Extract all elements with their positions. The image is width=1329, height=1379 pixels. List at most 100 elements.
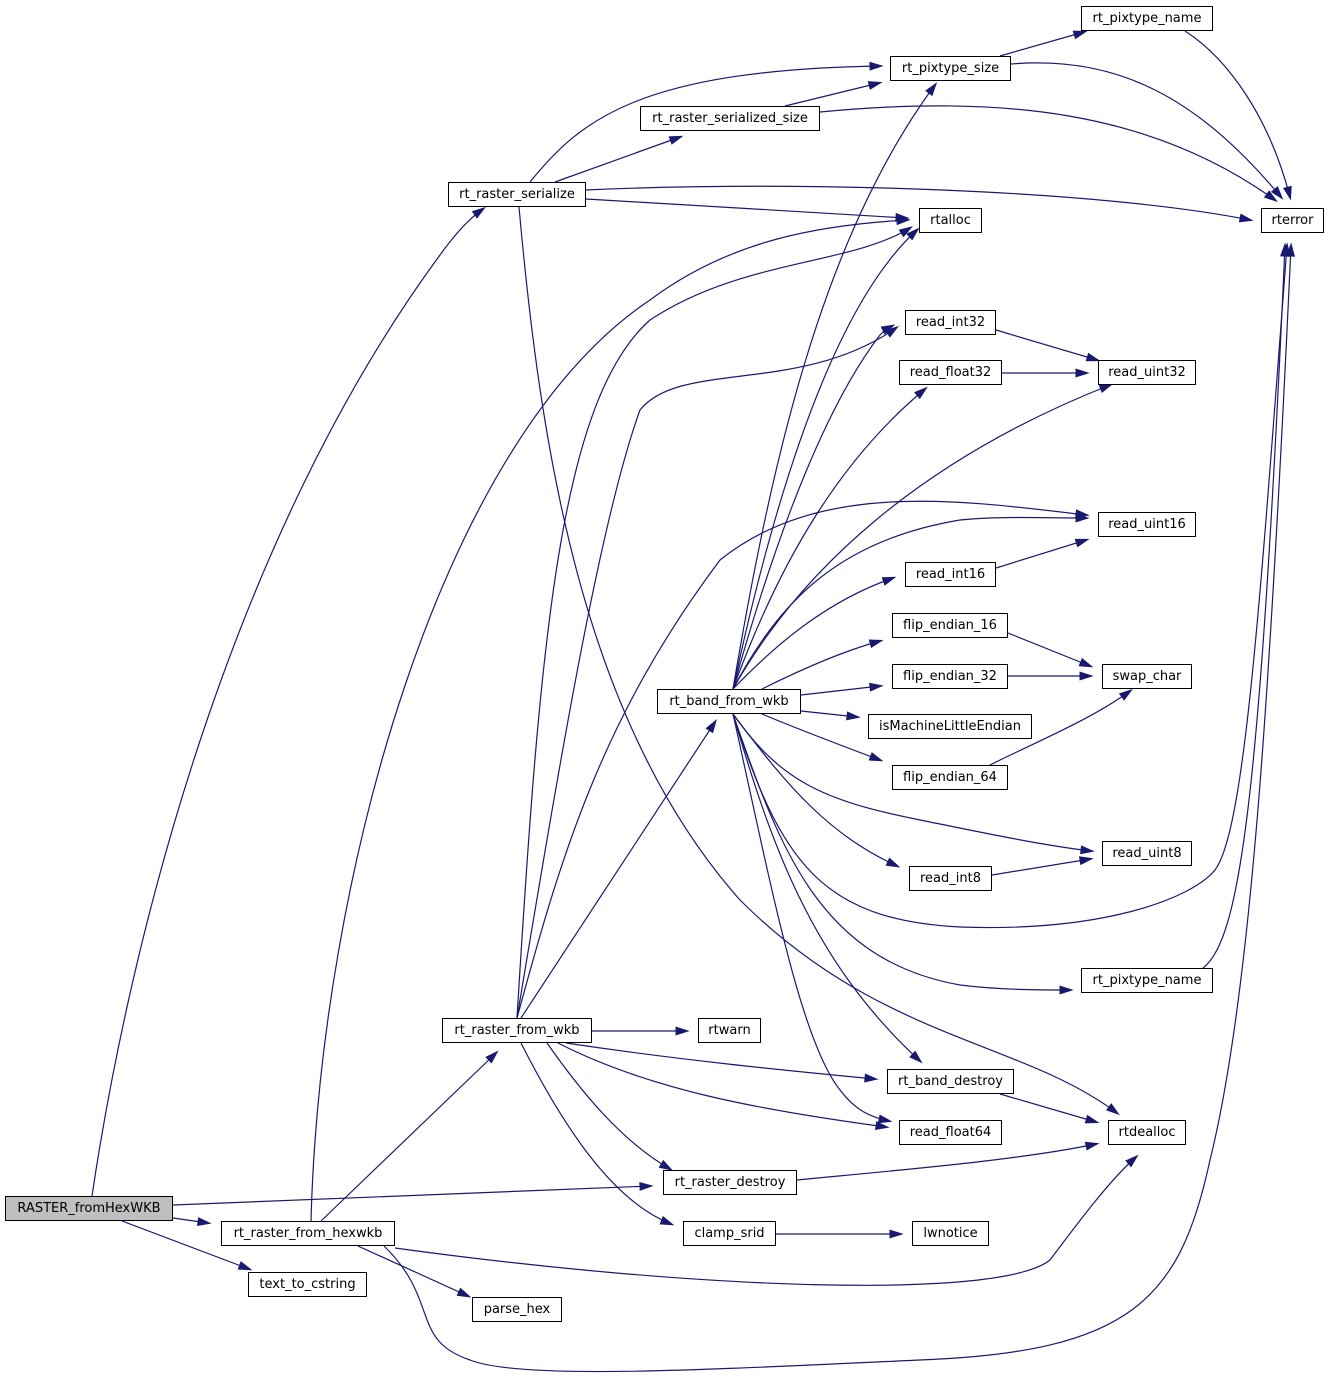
- arrowhead-swap-char: [1078, 657, 1094, 668]
- node-read-int16[interactable]: read_int16: [905, 562, 996, 587]
- node-read-uint8[interactable]: read_uint8: [1102, 841, 1192, 866]
- edge-rt-raster-serialize-to-rterror: [585, 185, 1251, 221]
- edge-rt-raster-serialize-to-rt-raster-serialized-size: [554, 136, 681, 183]
- edge-rt-band-from-wkb-to-rt-pixtype-size: [732, 84, 936, 690]
- arrowhead-clamp-srid: [659, 1215, 675, 1226]
- edge-rt-raster-serialize-to-rtdealloc: [518, 206, 1118, 1114]
- edge-rt-pixtype-name-bottom-to-rterror: [1202, 245, 1286, 969]
- node-read-uint16[interactable]: read_uint16: [1098, 512, 1196, 537]
- arrowhead-read-uint16: [1074, 538, 1090, 548]
- node-read-float64[interactable]: read_float64: [899, 1120, 1002, 1145]
- node-flip-endian-16[interactable]: flip_endian_16: [892, 613, 1008, 638]
- edge-rt-band-from-wkb-to-flip-endian-32: [800, 685, 881, 696]
- arrowhead-read-int16: [881, 576, 897, 586]
- node-rt-pixtype-name-top[interactable]: rt_pixtype_name: [1081, 6, 1213, 31]
- edge-rt-raster-from-wkb-to-rt-band-from-wkb: [520, 721, 716, 1019]
- arrowhead-is-machine-little-endian: [846, 711, 861, 721]
- edge-rt-band-from-wkb-to-read-uint8: [732, 713, 1092, 852]
- arrowhead-rt-band-destroy: [864, 1073, 879, 1083]
- node-is-machine-little-endian[interactable]: isMachineLittleEndian: [868, 714, 1032, 739]
- arrowhead-rt-band-destroy: [909, 1050, 923, 1064]
- node-read-uint32[interactable]: read_uint32: [1098, 360, 1196, 385]
- node-rt-raster-from-wkb[interactable]: rt_raster_from_wkb: [442, 1018, 592, 1043]
- arrowhead-flip-endian-16: [868, 639, 884, 649]
- arrowhead-read-int32: [880, 324, 896, 335]
- node-raster-fromhexwkb: RASTER_fromHexWKB: [5, 1196, 173, 1221]
- node-flip-endian-64[interactable]: flip_endian_64: [892, 765, 1008, 790]
- edge-rt-band-from-wkb-to-read-int16: [732, 577, 894, 690]
- node-rtalloc[interactable]: rtalloc: [919, 208, 982, 233]
- edge-rt-raster-from-hexwkb-to-rtdealloc: [394, 1156, 1137, 1286]
- arrowhead-parse-hex: [456, 1287, 472, 1298]
- node-swap-char[interactable]: swap_char: [1102, 664, 1192, 689]
- edge-rt-raster-from-hexwkb-to-parse-hex: [357, 1245, 469, 1297]
- arrowhead-rt-pixtype-name-top: [1072, 30, 1088, 40]
- node-read-int8[interactable]: read_int8: [909, 866, 992, 891]
- edge-read-int32-to-read-uint32: [995, 329, 1098, 361]
- edge-rt-band-from-wkb-to-read-uint16: [732, 516, 1087, 690]
- arrowhead-lwnotice: [889, 1229, 904, 1239]
- node-clamp-srid[interactable]: clamp_srid: [683, 1221, 776, 1246]
- arrowhead-flip-endian-64: [868, 752, 884, 762]
- arrowhead-rt-pixtype-size: [867, 81, 883, 90]
- arrowhead-read-float32: [914, 386, 928, 400]
- edge-rt-raster-serialized-size-to-rt-pixtype-size: [784, 82, 880, 107]
- edge-rt-pixtype-size-to-rterror: [1010, 62, 1282, 198]
- node-rt-raster-from-hexwkb[interactable]: rt_raster_from_hexwkb: [221, 1221, 395, 1246]
- node-parse-hex[interactable]: parse_hex: [472, 1297, 562, 1322]
- edge-rt-band-from-wkb-to-rterror: [732, 245, 1288, 929]
- arrowhead-read-int32: [884, 325, 899, 338]
- arrowhead-read-float64: [877, 1114, 893, 1124]
- node-rt-band-from-wkb[interactable]: rt_band_from_wkb: [657, 689, 801, 714]
- node-lwnotice[interactable]: lwnotice: [912, 1221, 989, 1246]
- node-rtwarn[interactable]: rtwarn: [698, 1018, 761, 1043]
- node-rtdealloc[interactable]: rtdealloc: [1108, 1120, 1186, 1145]
- arrowhead-rt-raster-serialize: [471, 206, 487, 219]
- edge-rt-raster-from-hexwkb-to-rt-raster-from-wkb: [320, 1052, 497, 1222]
- node-rt-pixtype-name-bottom[interactable]: rt_pixtype_name: [1081, 968, 1213, 993]
- arrowhead-rtwarn: [675, 1026, 690, 1036]
- arrowhead-read-uint32: [1085, 352, 1101, 362]
- edge-rt-band-from-wkb-to-read-uint32: [732, 384, 1111, 690]
- edge-rt-raster-serialize-to-rtalloc: [585, 198, 907, 219]
- arrowhead-rtdealloc: [1084, 1114, 1100, 1124]
- arrowhead-rt-raster-destroy: [658, 1159, 674, 1171]
- arrowhead-swap-char: [1079, 671, 1094, 681]
- edge-rt-pixtype-size-to-rt-pixtype-name-top: [999, 31, 1085, 57]
- edge-raster-fromhexwkb-to-rt-raster-serialize: [91, 208, 484, 1197]
- edge-rt-band-from-wkb-to-rt-pixtype-name-bottom: [732, 713, 1071, 991]
- edge-rt-raster-from-wkb-to-rtalloc: [516, 227, 911, 1019]
- edge-raster-fromhexwkb-to-text-to-cstring: [121, 1220, 250, 1270]
- edge-flip-endian-64-to-swap-char: [989, 690, 1131, 766]
- edge-flip-endian-16-to-swap-char: [1007, 632, 1091, 667]
- arrowhead-rtalloc: [898, 226, 914, 238]
- node-read-float32[interactable]: read_float32: [899, 360, 1002, 385]
- arrowhead-read-uint16: [1075, 513, 1090, 523]
- arrowhead-rt-pixtype-size: [869, 61, 884, 71]
- node-flip-endian-32[interactable]: flip_endian_32: [892, 664, 1008, 689]
- node-text-to-cstring[interactable]: text_to_cstring: [248, 1272, 367, 1297]
- arrowhead-rtdealloc: [1125, 1154, 1139, 1168]
- edge-rt-raster-serialize-to-rt-pixtype-size: [529, 65, 881, 183]
- edge-rt-band-from-wkb-to-flip-endian-64: [761, 713, 881, 761]
- arrowhead-read-float64: [874, 1121, 890, 1131]
- edge-read-int16-to-read-uint16: [995, 539, 1087, 569]
- arrowhead-rt-raster-serialized-size: [668, 135, 684, 145]
- edge-read-int8-to-read-uint8: [991, 858, 1091, 876]
- edge-rt-band-from-wkb-to-flip-endian-16: [761, 640, 881, 690]
- node-read-int32[interactable]: read_int32: [905, 310, 996, 335]
- node-rt-pixtype-size[interactable]: rt_pixtype_size: [890, 56, 1011, 81]
- node-rt-raster-serialize[interactable]: rt_raster_serialize: [448, 182, 586, 207]
- edge-rt-band-from-wkb-to-rtalloc: [732, 229, 918, 690]
- arrowhead-read-uint8: [1078, 856, 1094, 866]
- node-rt-raster-serialized-size[interactable]: rt_raster_serialized_size: [640, 106, 820, 131]
- node-rt-band-destroy[interactable]: rt_band_destroy: [887, 1069, 1014, 1094]
- node-rterror[interactable]: rterror: [1261, 208, 1324, 233]
- edge-rt-band-from-wkb-to-read-int32: [732, 325, 893, 690]
- node-rt-raster-destroy[interactable]: rt_raster_destroy: [663, 1170, 797, 1195]
- arrowhead-rterror: [1280, 242, 1290, 257]
- edge-rt-raster-from-wkb-to-read-uint16: [516, 500, 1087, 1019]
- edge-rt-band-from-wkb-to-rt-band-destroy: [732, 713, 921, 1062]
